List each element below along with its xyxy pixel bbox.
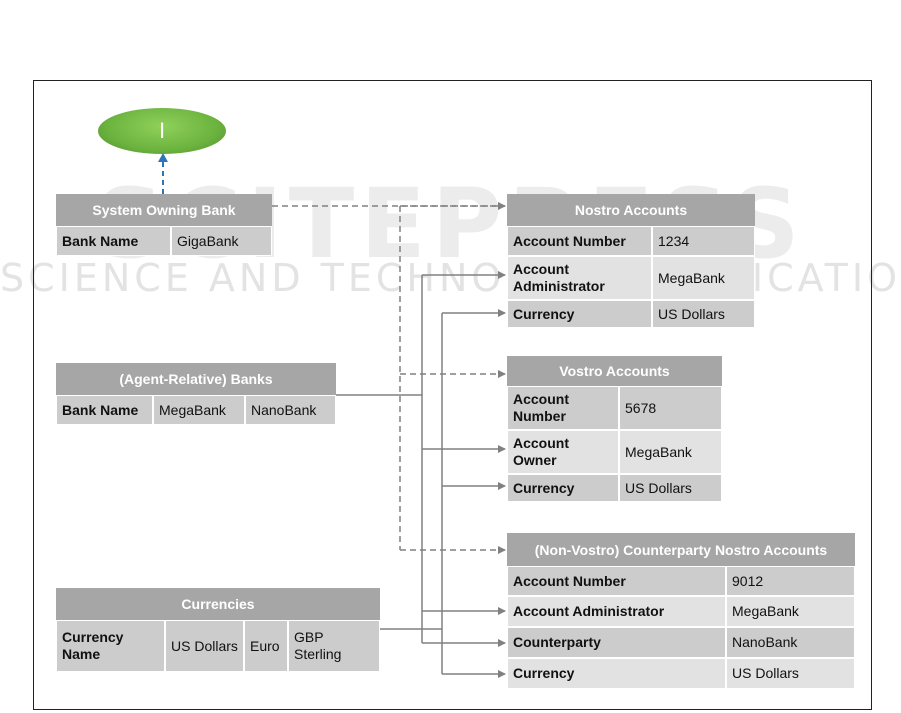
table-row: Account Owner MegaBank (507, 430, 722, 474)
dashed-connector-system-bank (272, 205, 505, 550)
counterparty-nostro-accounts-title: (Non-Vostro) Counterparty Nostro Account… (507, 533, 855, 566)
row-value: 9012 (726, 566, 855, 596)
vostro-accounts-table: Vostro Accounts Account Number 5678 Acco… (507, 356, 722, 502)
table-row: Account Administrator MegaBank (507, 596, 855, 627)
row-label: Account Number (507, 386, 619, 430)
row-label: Currency (507, 300, 652, 328)
row-value: MegaBank (652, 256, 755, 300)
row-value: 5678 (619, 386, 722, 430)
currencies-table: Currencies Currency Name US Dollars Euro… (56, 588, 380, 672)
row-value: MegaBank (619, 430, 722, 474)
ellipse-node: I (98, 108, 226, 154)
blue-arrowhead (158, 153, 168, 162)
table-row: Account Number 9012 (507, 566, 855, 596)
table-row: Account Number 5678 (507, 386, 722, 430)
table-row: Currency US Dollars (507, 474, 722, 502)
system-owning-bank-table: System Owning Bank Bank Name GigaBank (56, 194, 272, 256)
currency-value: US Dollars (165, 620, 244, 672)
bank-name-value: NanoBank (245, 395, 336, 425)
counterparty-nostro-accounts-table: (Non-Vostro) Counterparty Nostro Account… (507, 533, 855, 689)
agent-relative-banks-table: (Agent-Relative) Banks Bank Name MegaBan… (56, 363, 336, 425)
table-row: Counterparty NanoBank (507, 627, 855, 658)
bank-name-label: Bank Name (56, 395, 153, 425)
currency-value: GBP Sterling (288, 620, 380, 672)
ellipse-label: I (158, 118, 166, 143)
row-label: Account Owner (507, 430, 619, 474)
row-label: Account Number (507, 226, 652, 256)
table-row: Bank Name GigaBank (56, 226, 272, 256)
solid-connector-agent-banks (336, 275, 423, 643)
table-row: Currency Name US Dollars Euro GBP Sterli… (56, 620, 380, 672)
solid-connector-currencies (380, 313, 443, 674)
agent-relative-banks-title: (Agent-Relative) Banks (56, 363, 336, 395)
row-label: Account Administrator (507, 596, 726, 627)
table-row: Currency US Dollars (507, 300, 755, 328)
row-value: MegaBank (726, 596, 855, 627)
bank-name-value: MegaBank (153, 395, 245, 425)
diagram-frame (33, 80, 872, 710)
row-label: Counterparty (507, 627, 726, 658)
vostro-accounts-title: Vostro Accounts (507, 356, 722, 386)
row-value: 1234 (652, 226, 755, 256)
table-row: Account Number 1234 (507, 226, 755, 256)
table-row: Account Administrator MegaBank (507, 256, 755, 300)
currency-name-label: Currency Name (56, 620, 165, 672)
row-value: US Dollars (726, 658, 855, 689)
system-owning-bank-title: System Owning Bank (56, 194, 272, 226)
row-value: US Dollars (619, 474, 722, 502)
row-label: Account Administrator (507, 256, 652, 300)
bank-name-label: Bank Name (56, 226, 171, 256)
currencies-title: Currencies (56, 588, 380, 620)
row-label: Currency (507, 474, 619, 502)
bank-name-value: GigaBank (171, 226, 272, 256)
row-value: US Dollars (652, 300, 755, 328)
currency-value: Euro (244, 620, 288, 672)
table-row: Currency US Dollars (507, 658, 855, 689)
row-label: Account Number (507, 566, 726, 596)
nostro-accounts-table: Nostro Accounts Account Number 1234 Acco… (507, 194, 755, 328)
nostro-accounts-title: Nostro Accounts (507, 194, 755, 226)
row-label: Currency (507, 658, 726, 689)
row-value: NanoBank (726, 627, 855, 658)
table-row: Bank Name MegaBank NanoBank (56, 395, 336, 425)
